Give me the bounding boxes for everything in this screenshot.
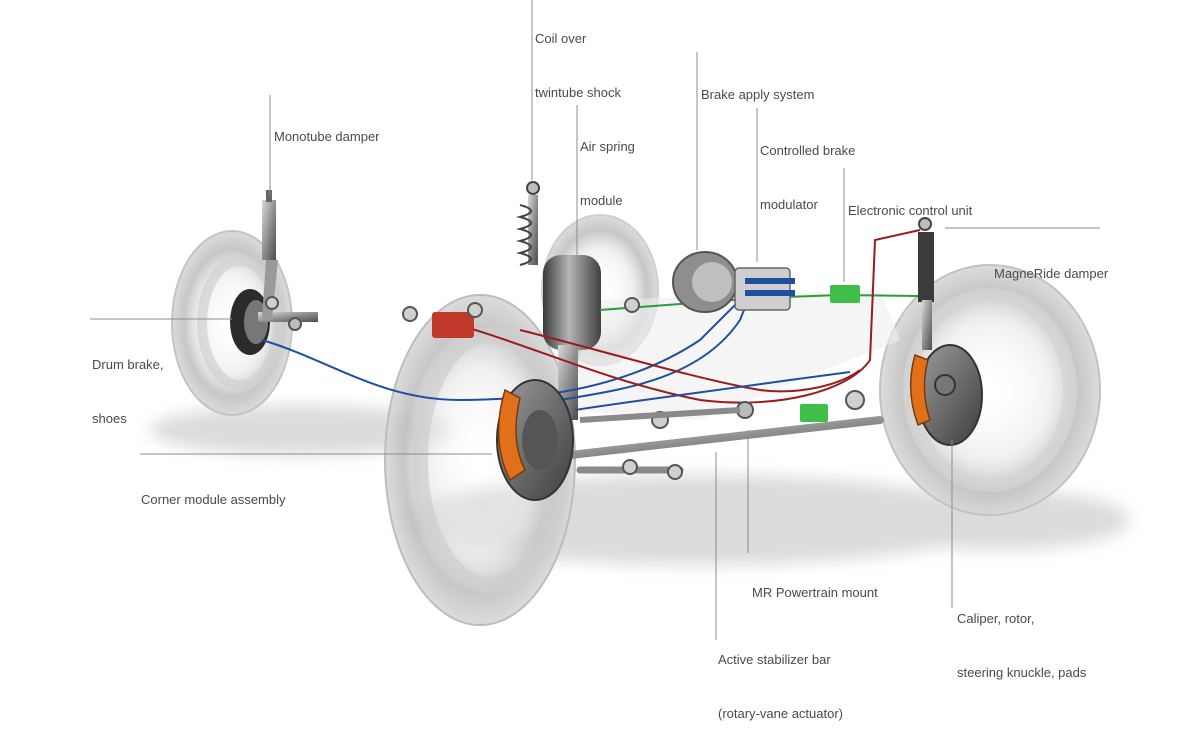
coil-over-part (515, 181, 540, 267)
suspension-diagram (90, 0, 1130, 640)
caliper-label-line2: steering knuckle, pads (957, 665, 1087, 680)
monotube-label: Monotube damper (274, 92, 380, 164)
leader-lines (90, 0, 1100, 640)
brake-apply-label-line1: Brake apply system (701, 87, 815, 102)
drum-brake-label-line1: Drum brake, (92, 357, 164, 372)
corner-module-label-line1: Corner module assembly (141, 492, 286, 507)
controlled-brake-label-line1: Controlled brake (760, 143, 856, 158)
magneride-label: MagneRide damper (994, 229, 1108, 301)
drum-brake-label: Drum brake, shoes (92, 320, 164, 446)
magneride-damper-part (918, 217, 934, 350)
controlled-brake-label: Controlled brake modulator (760, 106, 855, 232)
monotube-damper-part (262, 190, 279, 320)
stabilizer-bar-part (402, 297, 884, 480)
brake-apply-part (672, 251, 738, 313)
coil-over-label-line2: twintube shock (535, 85, 621, 100)
drum-brake-label-line2: shoes (92, 411, 127, 426)
coil-over-label: Coil over twintube shock (535, 0, 621, 120)
red-module-part (432, 312, 474, 338)
stabilizer-label-line2: (rotary-vane actuator) (718, 706, 843, 721)
air-spring-label: Air spring module (580, 102, 635, 228)
mr-powertrain-label: MR Powertrain mount (752, 548, 878, 620)
magneride-label-line1: MagneRide damper (994, 266, 1109, 281)
green-sensor-part (800, 404, 828, 422)
caliper-label-line1: Caliper, rotor, (957, 611, 1035, 626)
air-spring-label-line2: module (580, 193, 623, 208)
corner-module-part (496, 379, 574, 501)
air-spring-label-line1: Air spring (580, 139, 635, 154)
brake-modulator-part (734, 267, 795, 311)
ecu-label: Electronic control unit (848, 166, 972, 238)
controlled-brake-label-line2: modulator (760, 197, 818, 212)
caliper-rotor-part (909, 344, 983, 446)
monotube-label-line1: Monotube damper (274, 129, 380, 144)
ecu-module-part (830, 285, 860, 303)
caliper-label: Caliper, rotor, steering knuckle, pads (957, 574, 1086, 700)
ecu-label-line1: Electronic control unit (848, 203, 973, 218)
corner-module-label: Corner module assembly (141, 455, 286, 527)
stabilizer-label: Active stabilizer bar (rotary-vane actua… (718, 615, 843, 741)
mr-powertrain-label-line1: MR Powertrain mount (752, 585, 878, 600)
brake-apply-label: Brake apply system (701, 50, 814, 122)
coil-over-label-line1: Coil over (535, 31, 587, 46)
drum-brake-part (230, 289, 318, 355)
stabilizer-label-line1: Active stabilizer bar (718, 652, 831, 667)
